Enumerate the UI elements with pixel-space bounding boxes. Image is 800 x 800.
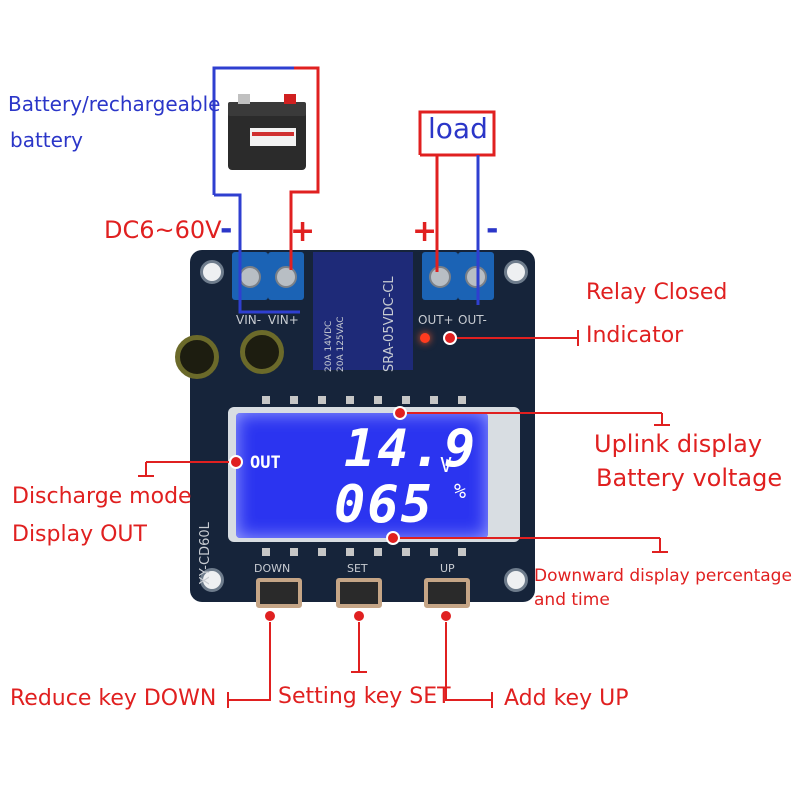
terminal-out-minus xyxy=(458,252,494,300)
lcd-voltage-unit: V xyxy=(440,453,453,477)
lcd-percent: 065 xyxy=(334,475,434,535)
lcd-percent-unit: % xyxy=(454,479,467,503)
terminal-out-plus xyxy=(422,252,458,300)
terminal-vin-plus xyxy=(268,252,304,300)
downward-label-line2: and time xyxy=(534,590,610,610)
mount-hole xyxy=(200,260,224,284)
btn-set-label: SET xyxy=(347,562,368,575)
downward-label-line1: Downward display percentage xyxy=(534,566,792,586)
mount-hole xyxy=(504,260,528,284)
vin-plus-sign: + xyxy=(290,214,316,249)
discharge-label-line1: Discharge mode xyxy=(12,484,192,509)
up-button[interactable] xyxy=(424,578,470,608)
uplink-label-line1: Uplink display xyxy=(594,430,763,458)
setting-key-label: Setting key SET xyxy=(278,684,451,709)
relay-label-line1: Relay Closed xyxy=(586,280,728,305)
silk-vin-minus: VIN- xyxy=(236,313,262,327)
vin-negative-wire xyxy=(214,193,300,314)
vin-minus-sign: - xyxy=(220,212,233,247)
mount-hole xyxy=(504,568,528,592)
battery-label-line1: Battery/rechargeable xyxy=(8,92,221,116)
mount-hole xyxy=(200,568,224,592)
silk-vin-plus: VIN+ xyxy=(268,313,299,327)
load-box xyxy=(418,110,496,157)
load-label: load xyxy=(428,112,488,145)
relay xyxy=(313,252,413,370)
reduce-key-label: Reduce key DOWN xyxy=(10,686,217,711)
capacitor xyxy=(240,330,284,374)
add-key-label: Add key UP xyxy=(504,686,629,711)
battery-icon xyxy=(228,94,306,170)
battery-label-line2: battery xyxy=(10,128,83,152)
battery-negative-wire xyxy=(212,66,298,195)
down-button[interactable] xyxy=(256,578,302,608)
relay-label-line2: Indicator xyxy=(586,323,684,348)
discharge-label-line2: Display OUT xyxy=(12,522,147,547)
lcd-display: OUT 14.9 V 065 % xyxy=(236,413,488,538)
input-range-label: DC6~60V xyxy=(104,216,222,244)
lcd-mode: OUT xyxy=(250,453,281,473)
btn-up-label: UP xyxy=(440,562,455,575)
relay-led xyxy=(420,333,430,343)
out-minus-sign: - xyxy=(486,212,499,247)
silk-out-plus: OUT+ xyxy=(418,313,454,327)
out-plus-sign: + xyxy=(412,214,438,249)
uplink-label-line2: Battery voltage xyxy=(596,464,783,492)
btn-down-label: DOWN xyxy=(254,562,291,575)
lcd-voltage: 14.9 xyxy=(344,419,478,479)
battery-positive-wire xyxy=(289,66,320,270)
silk-out-minus: OUT- xyxy=(458,313,487,327)
set-button[interactable] xyxy=(336,578,382,608)
capacitor xyxy=(175,335,219,379)
